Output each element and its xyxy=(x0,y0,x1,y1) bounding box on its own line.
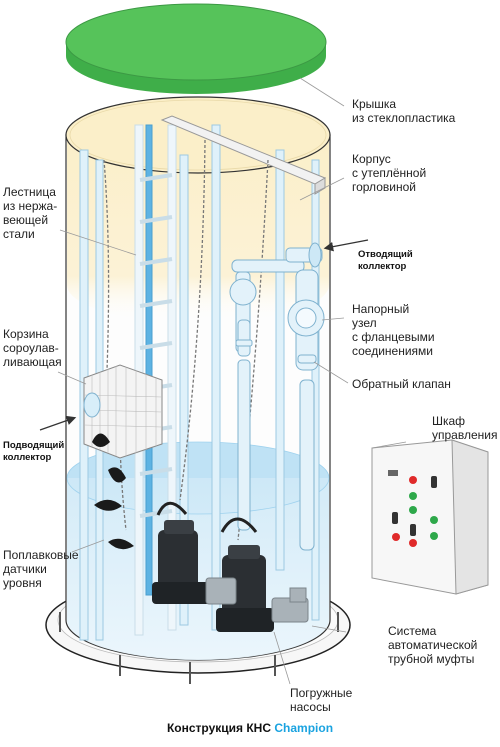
float-switches xyxy=(92,433,134,550)
caption-brand: Champion xyxy=(274,721,334,735)
pressure-assembly xyxy=(229,247,325,551)
caption-prefix: Конструкция КНС xyxy=(166,721,272,735)
control-cabinet xyxy=(371,439,489,595)
label-lid: Крышка из стеклопластика xyxy=(352,97,456,125)
label-pressure-assembly: Напорный узел с фланцевыми соединениями xyxy=(352,302,435,358)
label-cabinet: Шкаф управления xyxy=(432,414,498,442)
label-float-sensors: Поплавковые датчики уровня xyxy=(3,548,79,590)
label-outlet: Отводящий коллектор xyxy=(358,249,413,272)
label-inlet: Подводящий коллектор xyxy=(3,440,65,463)
label-coupling-system: Система автоматической трубной муфты xyxy=(388,624,478,666)
top-rail xyxy=(160,115,327,195)
pipe-couplings xyxy=(205,577,309,623)
outlet-flange xyxy=(308,242,322,268)
label-check-valve: Обратный клапан xyxy=(352,377,451,391)
label-pumps: Погружные насосы xyxy=(290,686,353,714)
flow-arrows xyxy=(39,239,369,431)
label-body: Корпус с утеплённой горловиной xyxy=(352,152,427,194)
leader-lines xyxy=(57,77,407,685)
diagram-caption: Конструкция КНС Champion xyxy=(0,721,500,735)
fiberglass-lid xyxy=(65,3,327,94)
label-ladder: Лестница из нержа- веющей стали xyxy=(3,185,58,241)
cabinet-lamps xyxy=(392,476,438,547)
submersible-pumps xyxy=(152,501,274,632)
label-basket: Корзина сороулав- ливающая xyxy=(3,327,62,369)
